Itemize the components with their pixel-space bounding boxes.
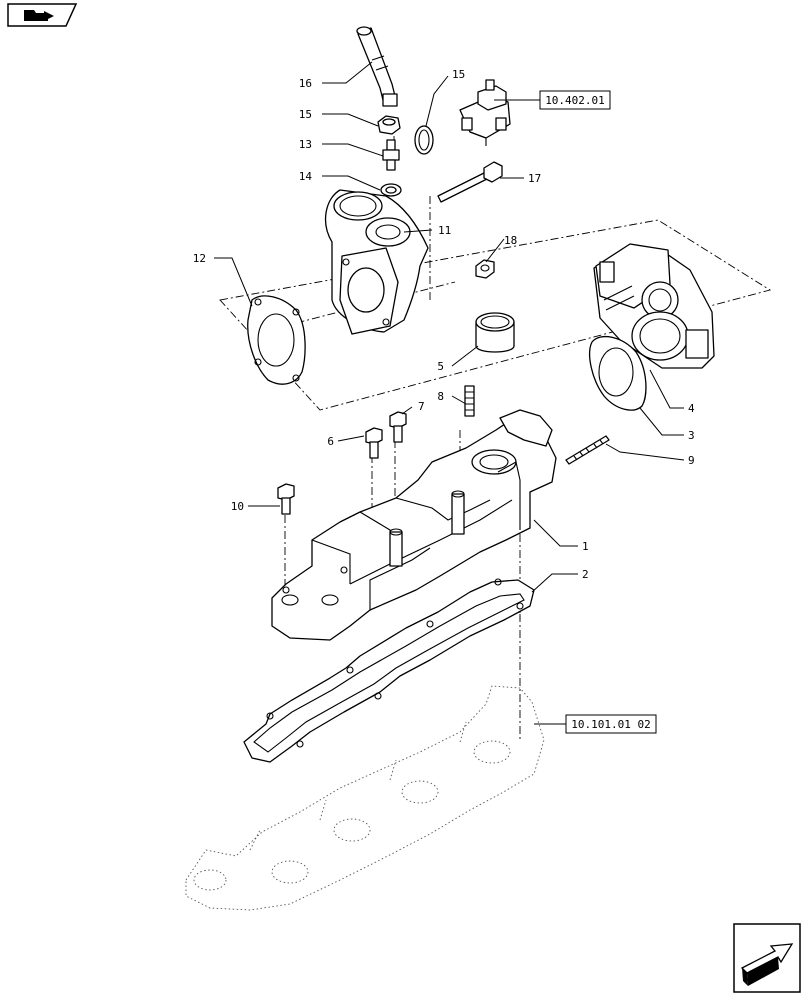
callout-4: 4 <box>688 402 695 415</box>
part-3-gasket <box>589 335 647 411</box>
reference-box-solenoid[interactable]: 10.402.01 <box>539 90 611 110</box>
callout-10: 10 <box>231 500 244 513</box>
part-17-bolt <box>437 161 503 203</box>
callout-14: 14 <box>299 170 313 183</box>
part-11-elbow <box>324 189 429 335</box>
callout-6: 6 <box>327 435 334 448</box>
callout-2: 2 <box>582 568 589 581</box>
next-page-arrow-icon[interactable] <box>733 923 801 993</box>
part-10-screw <box>277 483 295 515</box>
leader-lines <box>214 61 685 725</box>
callout-15: 15 <box>452 68 465 81</box>
part-12-gasket <box>247 295 306 385</box>
callout-11: 11 <box>438 224 451 237</box>
part-7-screw <box>389 411 407 443</box>
callout-13: 13 <box>299 138 312 151</box>
part-15-clamp <box>414 125 434 155</box>
reference-label: 10.402.01 <box>545 94 605 107</box>
part-1-intake-manifold <box>271 409 557 641</box>
part-16-pipe <box>356 26 398 107</box>
callout-3: 3 <box>688 429 695 442</box>
callout-labels: 16 15 13 14 15 17 11 12 18 5 8 7 6 4 3 9… <box>193 68 695 581</box>
callout-12: 12 <box>193 252 206 265</box>
callout-8: 8 <box>437 390 444 403</box>
reference-label: 10.101.01 02 <box>571 718 650 731</box>
callout-9: 9 <box>688 454 695 467</box>
part-9-stud <box>565 435 610 465</box>
part-14-washer <box>380 183 402 197</box>
part-15-nut <box>377 115 401 135</box>
part-4-throttle-body <box>593 243 715 369</box>
callout-17: 17 <box>528 172 541 185</box>
callout-7: 7 <box>418 400 425 413</box>
cylinder-head-ghost <box>185 685 545 911</box>
callout-15: 15 <box>299 108 312 121</box>
part-13-fitting <box>382 139 400 171</box>
part-18-nut <box>475 259 495 279</box>
part-6-screw <box>365 427 383 459</box>
callout-18: 18 <box>504 234 517 247</box>
reference-box-cylinder-head[interactable]: 10.101.01 02 <box>565 714 657 734</box>
callout-5: 5 <box>437 360 444 373</box>
folder-nav-icon[interactable] <box>7 3 78 27</box>
part-5-sleeve <box>475 312 515 353</box>
solenoid-valve <box>459 79 511 146</box>
callout-1: 1 <box>582 540 589 553</box>
callout-16: 16 <box>299 77 312 90</box>
part-8-stud <box>464 385 475 417</box>
